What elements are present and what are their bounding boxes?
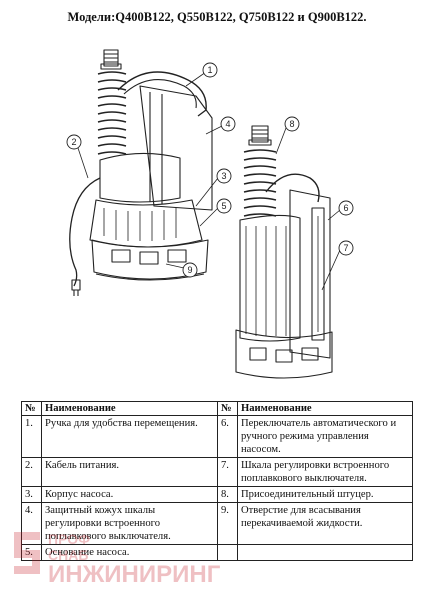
row-number: 7. <box>217 457 238 487</box>
callout-2: 2 <box>71 137 76 147</box>
row-name: Переключатель автоматического и ручного … <box>237 415 413 458</box>
row-name: Шкала регулировки встроенного поплавково… <box>237 457 413 487</box>
header-number-2: № <box>217 401 238 416</box>
row-number: 2. <box>21 457 42 487</box>
callout-3: 3 <box>221 171 226 181</box>
callout-1: 1 <box>207 65 212 75</box>
table-row: 4. Защитный кожух шкалы регулировки встр… <box>21 502 413 545</box>
watermark-line-1: ПРОФ <box>48 531 90 547</box>
table-row: 2. Кабель питания. 7. Шкала регулировки … <box>21 457 413 487</box>
header-number-1: № <box>21 401 42 416</box>
row-number: 1. <box>21 415 42 458</box>
page-title: Модели:Q400B122, Q550B122, Q750B122 и Q9… <box>67 10 367 24</box>
table-row: 1. Ручка для удобства перемещения. 6. Пе… <box>21 415 413 458</box>
callout-6: 6 <box>343 203 348 213</box>
pump-diagram: 1 2 3 4 5 6 7 8 9 <box>66 49 354 379</box>
left-pump-illustration <box>69 49 213 296</box>
header-name-1: Наименование <box>41 401 218 416</box>
row-name: Защитный кожух шкалы регулировки встроен… <box>41 502 218 545</box>
brand-watermark: ПРОФ СНАБ ИНЖИНИРИНГ <box>14 531 221 588</box>
callout-9: 9 <box>187 265 192 275</box>
parts-table: № Наименование № Наименование 1. Ручка д… <box>21 401 413 561</box>
right-pump-illustration <box>235 125 333 379</box>
callout-5: 5 <box>221 201 226 211</box>
callout-8: 8 <box>289 119 294 129</box>
row-name: Основание насоса. <box>41 544 218 561</box>
row-name <box>237 544 413 561</box>
row-name: Присоединительный штуцер. <box>237 486 413 503</box>
callout-7: 7 <box>343 243 348 253</box>
row-number: 3. <box>21 486 42 503</box>
row-name: Кабель питания. <box>41 457 218 487</box>
row-number: 6. <box>217 415 238 458</box>
row-name: Корпус насоса. <box>41 486 218 503</box>
row-name: Ручка для удобства перемещения. <box>41 415 218 458</box>
row-number: 8. <box>217 486 238 503</box>
header-name-2: Наименование <box>237 401 413 416</box>
watermark-line-3: ИНЖИНИРИНГ <box>48 561 221 588</box>
table-row: 5. Основание насоса. <box>21 544 413 561</box>
watermark-line-2: СНАБ <box>48 547 88 563</box>
callout-4: 4 <box>225 119 230 129</box>
table-header-row: № Наименование № Наименование <box>21 401 413 416</box>
table-row: 3. Корпус насоса. 8. Присоединительный ш… <box>21 486 413 503</box>
